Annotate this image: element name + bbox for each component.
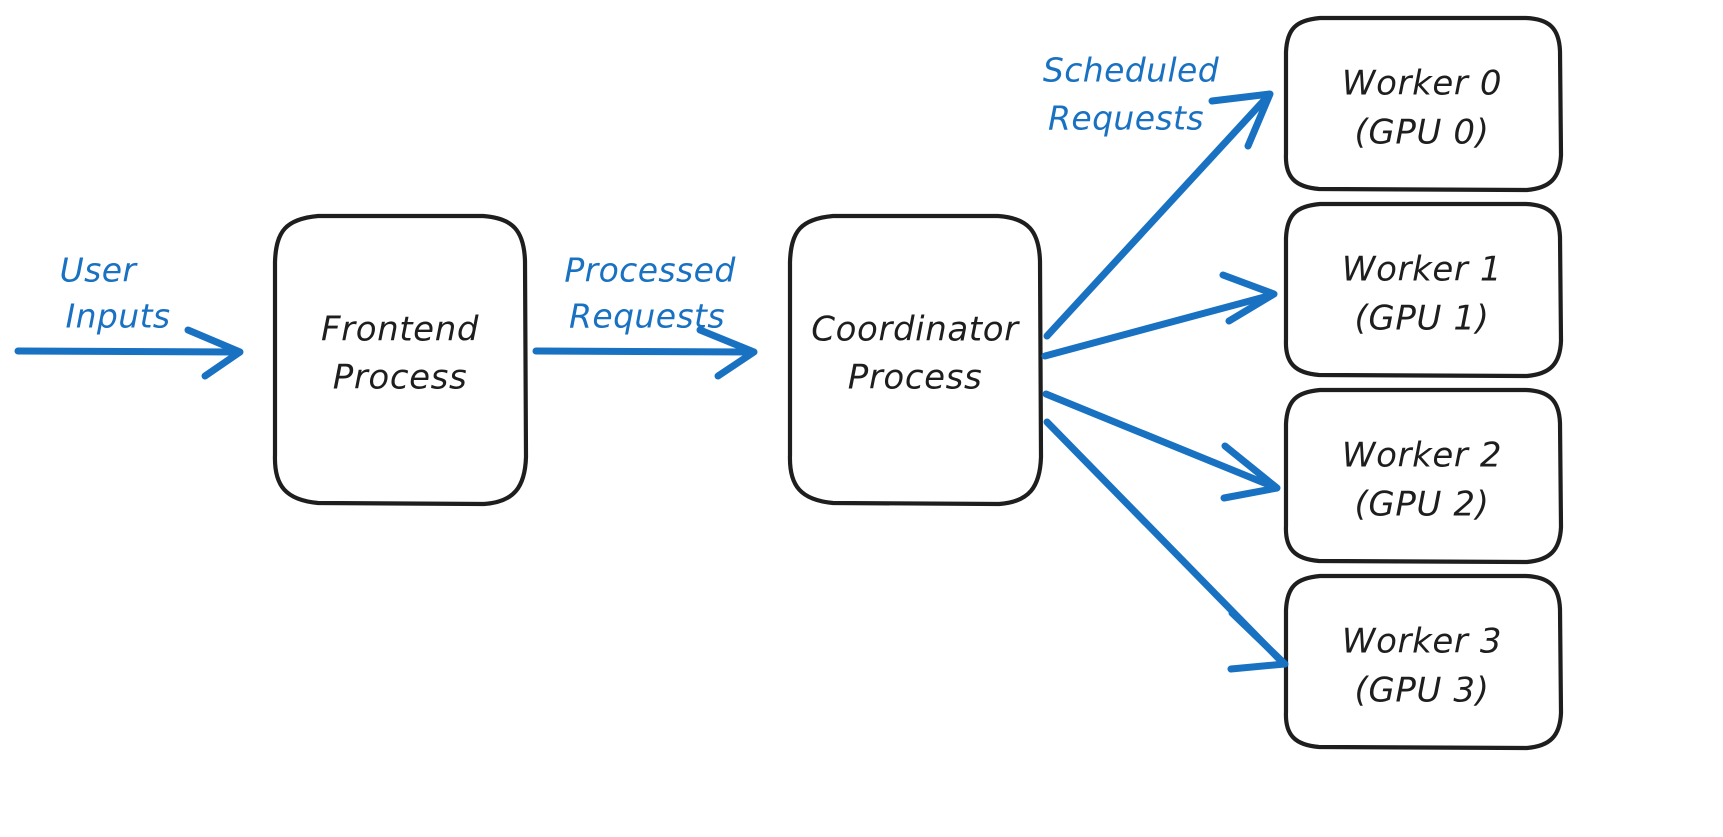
node-frontend-process[interactable]: Frontend Process [272, 213, 529, 507]
edge-label-user-inputs-line1: User [60, 251, 139, 290]
edge-coordinator-to-worker-1 [1041, 271, 1278, 360]
edge-coordinator-to-worker-0 [1043, 90, 1274, 340]
node-worker-3-line1: Worker 3 [1342, 622, 1502, 662]
node-coordinator-process-shape [787, 213, 1044, 507]
edge-scheduled-requests-worker0-line [1043, 92, 1272, 340]
edge-worker2-line [1042, 390, 1278, 491]
edge-worker2-arrowhead [1220, 442, 1281, 502]
edge-frontend-to-coordinator [532, 326, 758, 380]
node-worker-3[interactable]: Worker 3 (GPU 3) [1283, 573, 1564, 751]
node-worker-1-line2: (GPU 1) [1355, 299, 1490, 339]
node-worker-3-line2: (GPU 3) [1355, 671, 1490, 711]
node-worker-1[interactable]: Worker 1 (GPU 1) [1283, 201, 1564, 379]
edge-worker1-arrowhead [1219, 271, 1278, 325]
node-frontend-process-shape [272, 213, 529, 507]
edge-scheduled-requests-worker0-arrowhead [1208, 90, 1274, 150]
node-worker-2[interactable]: Worker 2 (GPU 2) [1283, 387, 1564, 565]
edge-coordinator-to-worker-2 [1042, 390, 1281, 502]
edge-worker1-line [1041, 291, 1276, 360]
node-worker-0[interactable]: Worker 0 (GPU 0) [1283, 15, 1564, 193]
edge-coordinator-to-worker-3 [1043, 418, 1289, 673]
node-worker-0-line2: (GPU 0) [1355, 113, 1490, 153]
node-worker-0-shape [1283, 15, 1564, 193]
node-coordinator-process-line2: Process [848, 358, 983, 398]
node-worker-1-shape [1283, 201, 1564, 379]
edge-label-processed-requests-line2: Requests [569, 297, 725, 336]
node-coordinator-process[interactable]: Coordinator Process [787, 213, 1044, 507]
node-frontend-process-line1: Frontend [321, 310, 479, 350]
node-worker-0-line1: Worker 0 [1342, 64, 1502, 104]
node-worker-2-line2: (GPU 2) [1355, 485, 1490, 525]
node-worker-2-line1: Worker 2 [1342, 436, 1502, 476]
node-coordinator-process-line1: Coordinator [811, 310, 1020, 350]
edge-label-user-inputs-line2: Inputs [65, 297, 170, 336]
edge-label-scheduled-requests-line2: Requests [1048, 99, 1204, 138]
edge-worker3-arrowhead [1227, 609, 1289, 673]
edge-processed-requests-line [532, 347, 756, 356]
edge-label-scheduled-requests-line1: Scheduled [1043, 51, 1220, 90]
node-worker-2-shape [1283, 387, 1564, 565]
edge-user-inputs-to-frontend [14, 326, 244, 380]
node-frontend-process-line2: Process [333, 358, 468, 398]
edge-user-inputs-arrowhead [184, 326, 244, 380]
edge-label-processed-requests-line1: Processed [564, 251, 736, 290]
node-worker-3-shape [1283, 573, 1564, 751]
edge-processed-requests-arrowhead [696, 326, 758, 380]
node-worker-1-line1: Worker 1 [1342, 250, 1502, 290]
edge-user-inputs-line [14, 347, 242, 356]
